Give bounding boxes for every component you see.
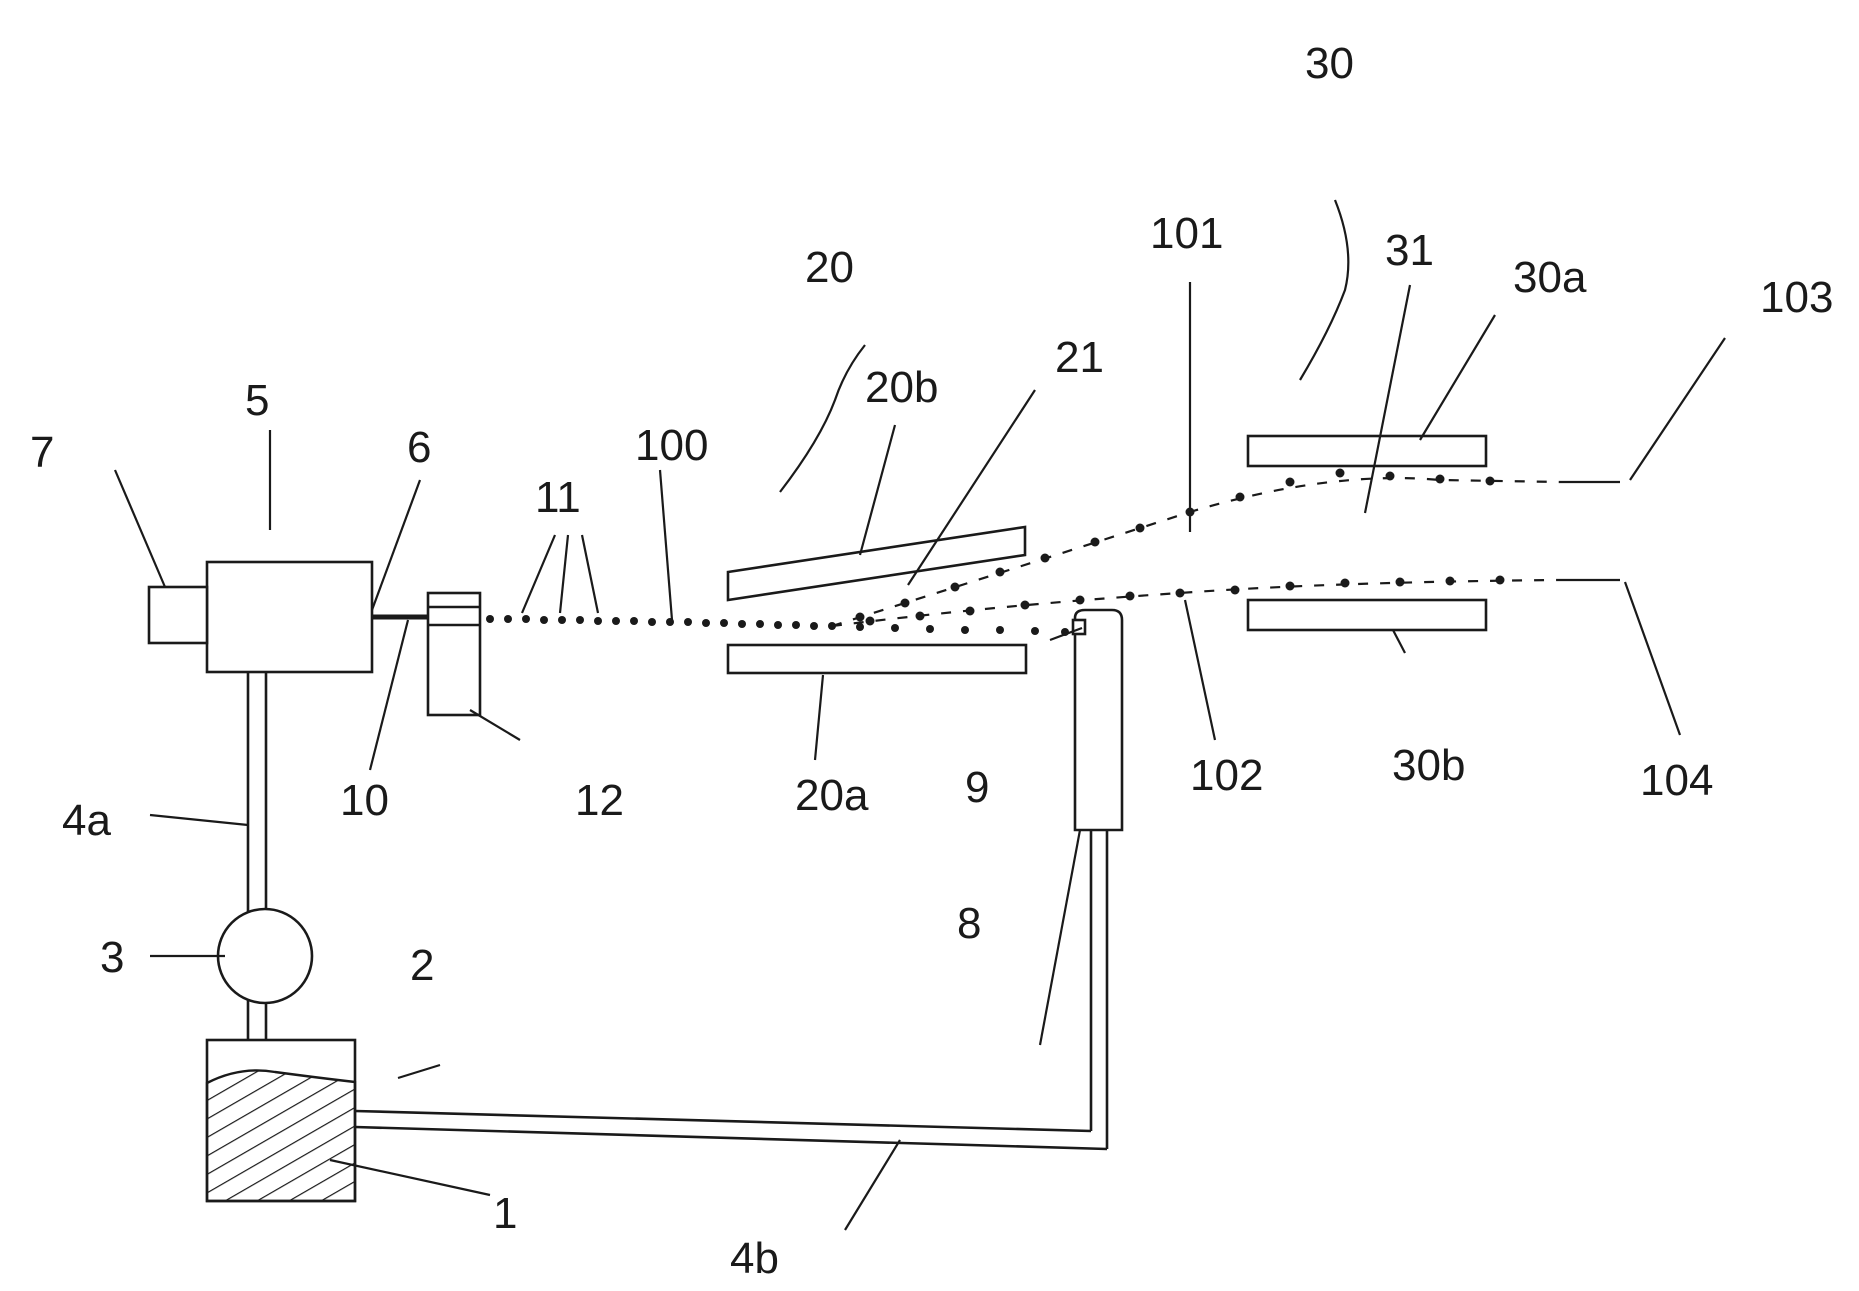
label-7: 7 xyxy=(30,428,54,477)
stream-to-gutter xyxy=(856,623,1069,636)
deflection-plate-upper xyxy=(728,527,1025,600)
label-1: 1 xyxy=(493,1189,517,1238)
label-101: 101 xyxy=(1150,209,1223,258)
label-100: 100 xyxy=(635,421,708,470)
label-11: 11 xyxy=(535,473,581,522)
gutter xyxy=(1073,610,1122,830)
label-12: 12 xyxy=(575,776,624,825)
label-30: 30 xyxy=(1305,39,1354,88)
label-103: 103 xyxy=(1760,273,1833,322)
label-20a: 20a xyxy=(795,771,869,820)
plate-30a xyxy=(1248,436,1486,466)
label-104: 104 xyxy=(1640,756,1713,805)
label-102: 102 xyxy=(1190,751,1263,800)
label-21: 21 xyxy=(1055,333,1104,382)
ink-tank xyxy=(207,1040,355,1201)
label-20: 20 xyxy=(805,243,854,292)
plate-30b xyxy=(1248,600,1486,630)
print-head xyxy=(207,562,372,672)
label-10: 10 xyxy=(340,776,389,825)
label-5: 5 xyxy=(245,376,269,425)
label-2: 2 xyxy=(410,941,434,990)
label-30b: 30b xyxy=(1392,741,1465,790)
exciter xyxy=(149,587,207,643)
deflection-plate-lower xyxy=(728,645,1026,673)
label-4a: 4a xyxy=(62,796,111,845)
return-pipe xyxy=(355,830,1107,1149)
label-3: 3 xyxy=(100,933,124,982)
label-30a: 30a xyxy=(1513,253,1587,302)
leader-lines xyxy=(115,200,1725,1230)
label-9: 9 xyxy=(965,763,989,812)
label-8: 8 xyxy=(957,899,981,948)
label-6: 6 xyxy=(407,423,431,472)
charge-electrode xyxy=(428,593,480,715)
stream-100 xyxy=(486,615,836,630)
label-20b: 20b xyxy=(865,363,938,412)
label-4b: 4b xyxy=(730,1234,779,1283)
pump xyxy=(218,909,312,1003)
label-31: 31 xyxy=(1385,226,1434,275)
